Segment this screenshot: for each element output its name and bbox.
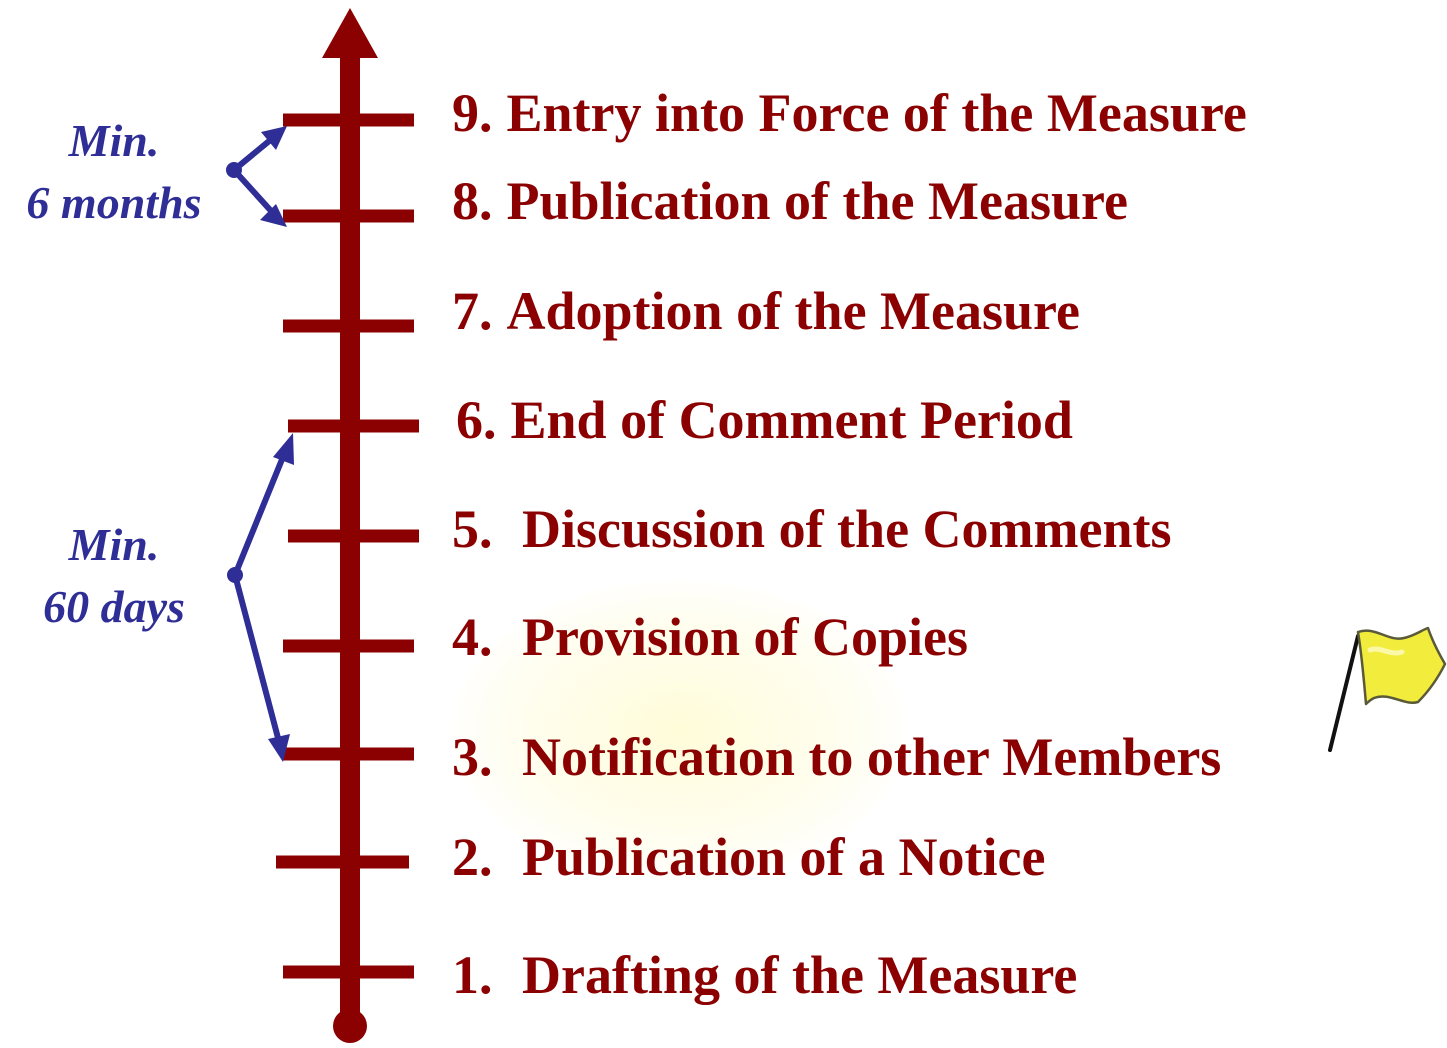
sixty-days-arrowhead-up [273,433,294,465]
step-label: Provision of Copies [522,607,969,667]
sixty-days-bracket-node [227,567,243,583]
step-4: 4. Provision of Copies [452,602,968,672]
step-8: 8.Publication of the Measure [452,166,1128,236]
step-number: 5. [452,499,493,559]
step-number: 7. [452,281,493,341]
step-label: Discussion of the Comments [522,499,1172,559]
step-1: 1. Drafting of the Measure [452,940,1077,1010]
step-5: 5. Discussion of the Comments [452,494,1172,564]
sixty-days-line1: Min. [68,519,160,570]
timeline-arrowhead [322,8,378,58]
step-label: Publication of a Notice [522,827,1046,887]
step-label: Publication of the Measure [506,171,1128,231]
sixty-days-bracket [232,449,288,741]
step-label: Entry into Force of the Measure [506,83,1247,143]
step-number: 2. [452,827,493,887]
step-9: 9.Entry into Force of the Measure [452,78,1247,148]
step-number: 9. [452,83,493,143]
step-3: 3. Notification to other Members [452,722,1221,792]
step-number: 3. [452,727,493,787]
step-number: 1. [452,945,493,1005]
six-months-line1: Min. [68,115,160,166]
step-number: 4. [452,607,493,667]
sixty-days-annotation: Min. 60 days [12,514,216,638]
six-months-bracket [231,134,277,215]
highlight-glow [452,580,907,880]
sixty-days-line2: 60 days [43,581,185,632]
step-6: 6.End of Comment Period [456,385,1073,455]
step-label: Adoption of the Measure [506,281,1081,341]
sixty-days-arrowhead-down [268,734,290,762]
six-months-annotation: Min. 6 months [0,110,228,234]
timeline-origin-dot [333,1009,367,1043]
step-number: 6. [456,390,497,450]
step-2: 2. Publication of a Notice [452,822,1045,892]
six-months-arrowhead-down [260,204,287,227]
flag-icon [1328,626,1447,752]
six-months-line2: 6 months [26,177,202,228]
step-label: Notification to other Members [522,727,1222,787]
step-number: 8. [452,171,493,231]
six-months-arrowhead-up [261,126,287,150]
six-months-bracket-node [226,162,242,178]
step-label: Drafting of the Measure [522,945,1078,1005]
step-7: 7.Adoption of the Measure [452,276,1080,346]
step-label: End of Comment Period [510,390,1073,450]
